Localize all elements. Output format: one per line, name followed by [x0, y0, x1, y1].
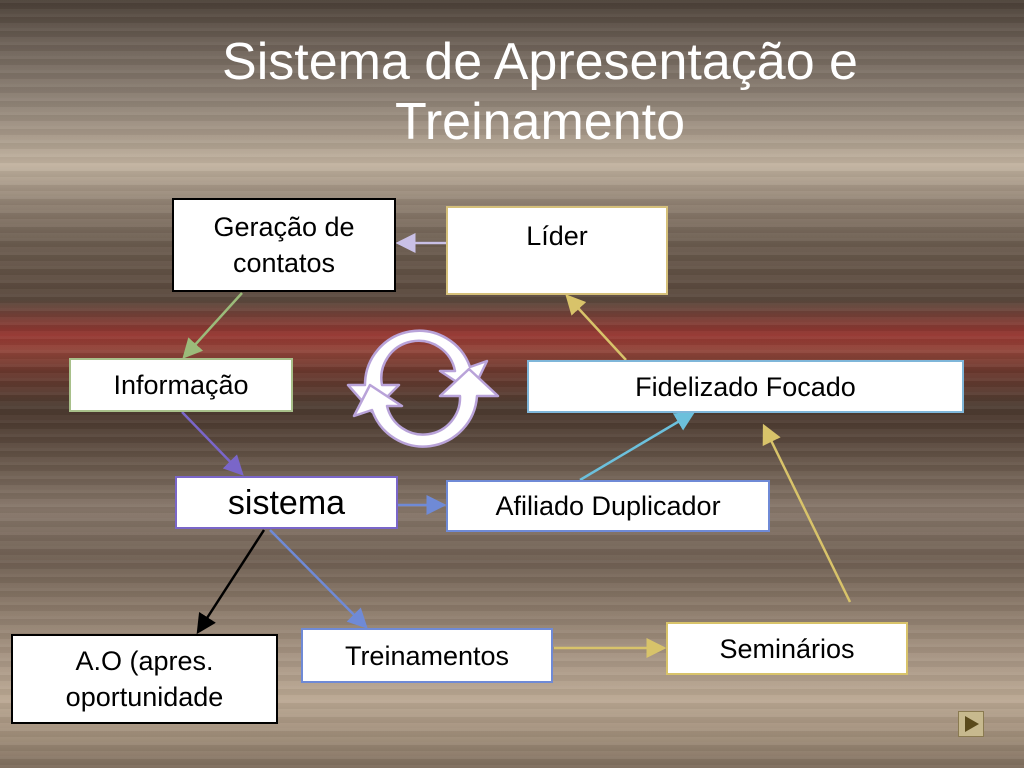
node-fidelizado-label: Fidelizado Focado	[635, 371, 856, 402]
node-afiliado-duplicador: Afiliado Duplicador	[446, 480, 770, 532]
node-informacao: Informação	[69, 358, 293, 412]
node-fidelizado-focado: Fidelizado Focado	[527, 360, 964, 413]
arrow-seminarios-to-fidelizado	[762, 423, 852, 603]
node-afiliado-label: Afiliado Duplicador	[495, 491, 721, 521]
node-informacao-label: Informação	[113, 370, 249, 400]
arrow-fidelizado-to-lider	[565, 294, 627, 361]
node-seminarios-label: Seminários	[719, 633, 855, 664]
node-lider: Líder	[446, 206, 668, 295]
node-ao-label: A.O (apres. oportunidade	[65, 646, 224, 712]
arrow-afiliado-to-fidelizado	[579, 411, 696, 482]
node-geracao-label: Geração de contatos	[213, 212, 355, 278]
node-sistema: sistema	[175, 476, 398, 529]
node-geracao-de-contatos: Geração de contatos	[172, 198, 396, 292]
arrow-geracao-to-informacao	[182, 292, 243, 359]
next-slide-button[interactable]	[958, 711, 984, 737]
node-ao-apresentacao-oportunidade: A.O (apres. oportunidade	[11, 634, 278, 724]
node-seminarios: Seminários	[666, 622, 908, 675]
node-treinamentos: Treinamentos	[301, 628, 553, 683]
node-lider-label: Líder	[526, 221, 588, 251]
arrow-sistema-to-ao	[196, 529, 266, 635]
node-sistema-label: sistema	[227, 483, 346, 522]
arrow-informacao-to-sistema	[181, 411, 244, 476]
node-treinamentos-label: Treinamentos	[344, 640, 510, 671]
arrow-sistema-to-treinamentos	[269, 529, 368, 629]
cycle-arrows-icon	[346, 329, 500, 448]
slide-title: Sistema de Apresentação e Treinamento	[222, 33, 858, 151]
play-triangle-icon	[965, 716, 979, 732]
